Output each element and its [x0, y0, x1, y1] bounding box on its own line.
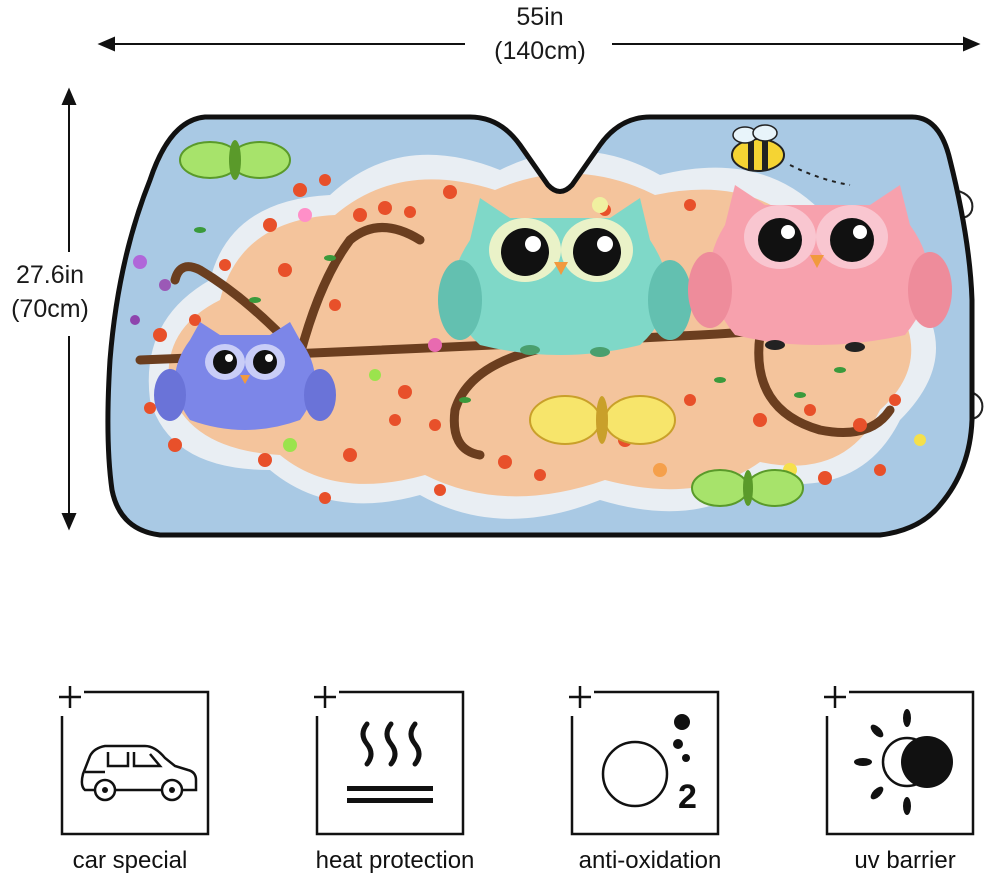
- flower-decorations: [144, 174, 901, 504]
- feature-uv-barrier: [815, 686, 975, 836]
- owl-pink: [688, 185, 952, 352]
- heat-icon: [314, 686, 465, 836]
- oxygen-icon: 2: [569, 686, 720, 836]
- sun-icon: [824, 686, 975, 836]
- width-label: 55in (140cm): [470, 0, 610, 68]
- butterfly-yellow: [529, 395, 676, 445]
- height-label: 27.6in (70cm): [0, 258, 100, 326]
- butterfly-green-bottom: [691, 469, 804, 507]
- car-icon: [59, 686, 210, 836]
- feature-label-heat: heat protection: [315, 847, 475, 874]
- feature-anti-oxidation: 2: [560, 686, 720, 836]
- svg-text:2: 2: [678, 778, 697, 816]
- feature-label-uv: uv barrier: [854, 847, 956, 874]
- width-cm: (140cm): [494, 37, 586, 65]
- feature-label-oxidation: anti-oxidation: [578, 847, 722, 874]
- feature-label-car: car special: [72, 847, 188, 874]
- width-in: 55in: [516, 3, 564, 31]
- height-in: 27.6in: [15, 261, 85, 289]
- owl-blue: [154, 322, 336, 430]
- feature-car-special: [50, 686, 210, 836]
- height-cm: (70cm): [11, 295, 89, 323]
- owl-teal: [438, 198, 692, 357]
- feature-heat-protection: [305, 686, 465, 836]
- butterfly-green-top: [179, 140, 291, 180]
- bee: [731, 124, 851, 186]
- dot-decorations: [130, 197, 926, 477]
